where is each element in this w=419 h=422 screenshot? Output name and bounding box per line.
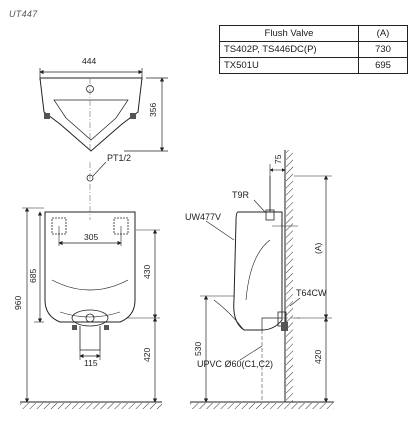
top-depth-label: 356 bbox=[148, 103, 158, 117]
top-view: 444 356 bbox=[39, 56, 168, 152]
dim-side-420-label: 420 bbox=[313, 350, 323, 364]
upvc-label: UPVC Ø60(C1,C2) bbox=[197, 359, 273, 369]
t9r-label: T9R bbox=[232, 190, 250, 200]
pt-label: PT1/2 bbox=[107, 153, 131, 163]
dim-a-label: (A) bbox=[313, 243, 323, 255]
model-code: UT447 bbox=[9, 9, 38, 19]
side-view: 75 T9R UW477V T64CW UPVC Ø60(C1,C2) bbox=[185, 150, 334, 409]
t64cw-label: T64CW bbox=[296, 288, 327, 298]
dim-420-label: 420 bbox=[142, 348, 152, 362]
valve-name: TX501U bbox=[219, 57, 359, 74]
front-view: PT1/2 305 115 960 bbox=[13, 153, 162, 409]
dim-75-label: 75 bbox=[273, 154, 283, 164]
top-width-label: 444 bbox=[82, 56, 96, 66]
uw477v-label: UW477V bbox=[185, 212, 221, 222]
height-685-label: 685 bbox=[28, 269, 38, 283]
table-row: TX501U 695 bbox=[219, 57, 408, 74]
outlet-width-label: 115 bbox=[84, 358, 98, 368]
dim-430-label: 430 bbox=[142, 265, 152, 279]
height-530-label: 530 bbox=[193, 342, 203, 356]
bracket-spacing-label: 305 bbox=[84, 232, 98, 242]
valve-a-value: 695 bbox=[358, 57, 408, 74]
flush-valve-table: Flush Valve (A) TS402P, TS446DC(P) 730 T… bbox=[219, 25, 408, 74]
height-960-label: 960 bbox=[13, 296, 23, 310]
